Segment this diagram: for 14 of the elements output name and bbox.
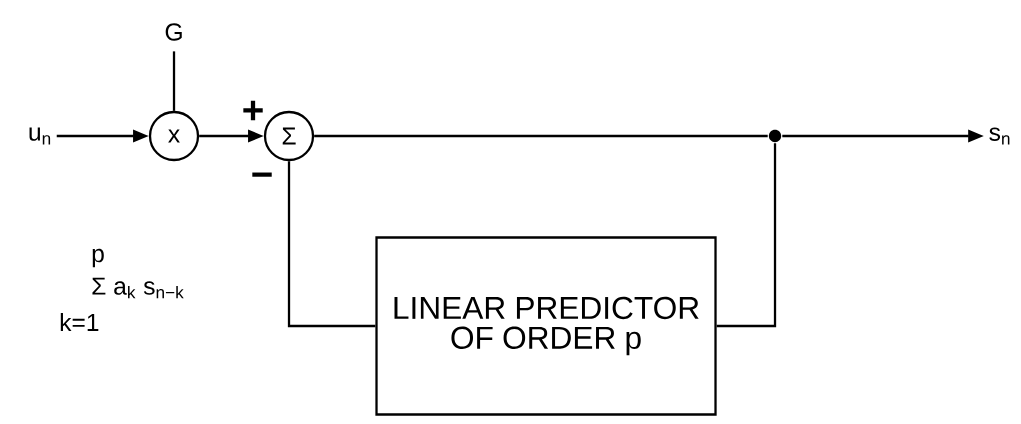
sum-formula-text: p [92,248,104,268]
sign-label: + [243,100,263,121]
summing-junction: Σ [263,110,315,162]
sign-label: − [252,172,272,177]
gain-label: G [165,23,182,41]
signal-label: u$_{n}$ [29,127,51,145]
sum-formula-text: k=1 [60,313,99,331]
connector-line [287,161,376,328]
connector-line [716,143,777,328]
output-label: s$_{n}$ [989,127,1010,145]
connector-line [314,134,768,138]
predictor-box: LINEAR PREDICTOR OF ORDER p [375,236,717,416]
sum-formula-text: Σ a$_{k}$ s$_{n−k}$ [92,277,184,299]
connector-line [172,51,176,111]
